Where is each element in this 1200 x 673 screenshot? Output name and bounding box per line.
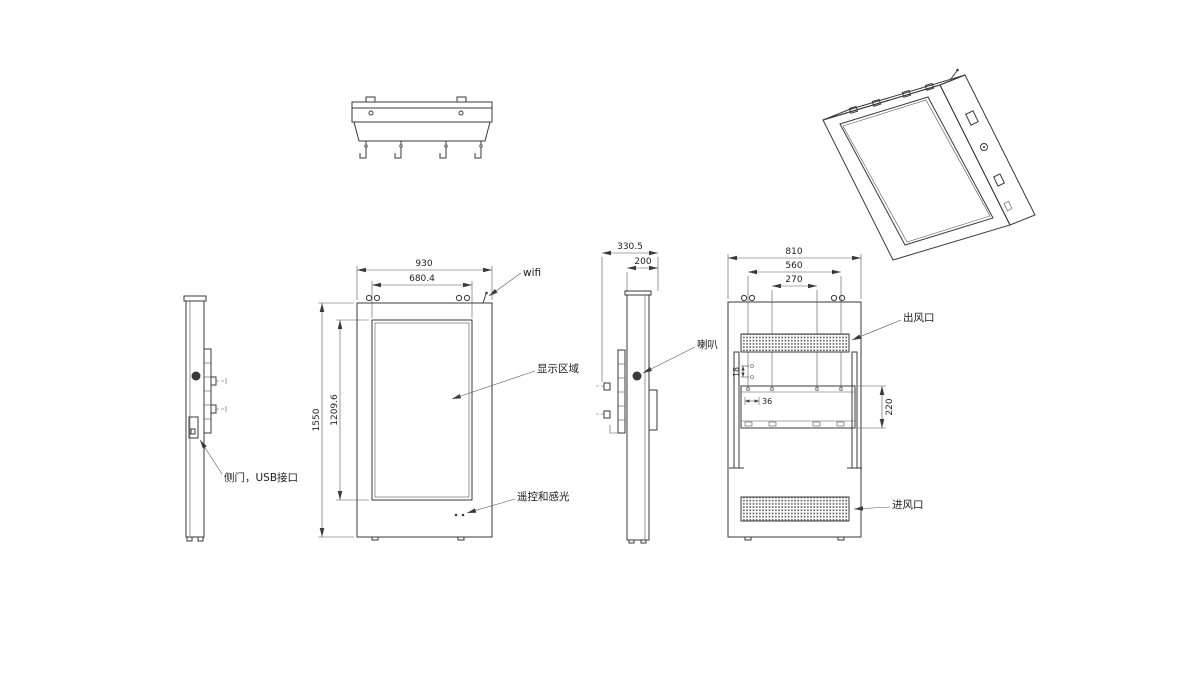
- iso-top-bolts: [848, 82, 935, 114]
- dimension-330-5: 330.5: [601, 242, 659, 382]
- dim-930-text: 930: [415, 259, 432, 269]
- dimension-200: 200: [626, 257, 658, 292]
- dimension-1209-6: 1209.6: [330, 319, 369, 501]
- air-outlet-label: 出风口: [903, 311, 935, 324]
- top-view-bolt: [458, 110, 464, 116]
- wifi-antenna: [482, 291, 488, 304]
- dim-560-text: 560: [785, 261, 802, 271]
- left-view-top-cap: [183, 295, 207, 302]
- remote-sensor-label: 遥控和感光: [517, 490, 570, 503]
- left-view-wall-bracket: [203, 348, 227, 434]
- dim-200-text: 200: [634, 257, 651, 267]
- top-view-lug: [365, 96, 376, 103]
- front-view: 930 680.4 1550 1209.6 wifi 显示区域 遥控和感光: [312, 259, 579, 541]
- side-door-label: 侧门，USB接口: [224, 471, 298, 484]
- display-area-label: 显示区域: [537, 362, 579, 375]
- air-inlet-label: 进风口: [892, 499, 924, 511]
- dim-810-text: 810: [785, 247, 802, 257]
- display-area-outline: [371, 319, 473, 501]
- iso-side-connectors: [965, 110, 1013, 212]
- dimension-560: 560: [747, 261, 842, 390]
- dimension-18: 18: [732, 364, 754, 379]
- dim-1550-text: 1550: [312, 408, 322, 431]
- top-view-front-band: [353, 121, 491, 142]
- display-area-inner: [374, 322, 470, 498]
- side-door-usb-port: [188, 416, 199, 439]
- wifi-leader-line: [488, 272, 522, 297]
- dimension-36: 36: [744, 397, 772, 406]
- front-view-lifting-lugs: [365, 294, 471, 302]
- side-view-body: [626, 294, 650, 541]
- side-view-wall-bracket: [596, 349, 626, 434]
- dim-36-text: 36: [762, 397, 772, 406]
- dim-330-text: 330.5: [617, 242, 643, 252]
- dimension-220: 220: [857, 385, 895, 429]
- iso-antenna: [949, 68, 959, 81]
- rear-view: 810 560 270: [727, 247, 935, 541]
- air-outlet-vent: [740, 333, 850, 353]
- right-side-view: 330.5 200 喇叭: [596, 242, 718, 544]
- speaker-circle: [632, 371, 642, 381]
- iso-screen-outer: [839, 96, 994, 246]
- dim-1209-text: 1209.6: [330, 394, 340, 426]
- dim-270-text: 270: [785, 275, 802, 285]
- dim-680-text: 680.4: [409, 274, 435, 284]
- rear-view-lifting-lugs: [740, 294, 846, 302]
- wifi-label: wifi: [523, 267, 541, 279]
- air-inlet-leader-line: [853, 506, 891, 511]
- iso-screen-inner: [842, 99, 991, 243]
- iso-front-face: [822, 84, 1011, 261]
- dimension-680-4: 680.4: [371, 274, 473, 318]
- remote-sensor-dot: [454, 513, 458, 517]
- light-sensor-dot: [461, 513, 465, 517]
- left-view-lock: [191, 371, 201, 381]
- side-door-leader-line: [199, 439, 223, 475]
- top-view-lug: [456, 96, 467, 103]
- side-view-rear-box: [648, 389, 658, 431]
- left-side-view: 侧门，USB接口: [183, 295, 298, 542]
- dim-220-text: 220: [885, 398, 895, 415]
- isometric-view: [822, 68, 1036, 261]
- air-outlet-leader-line: [851, 319, 902, 341]
- display-area-leader-line: [451, 370, 536, 400]
- dimension-810: 810: [727, 247, 862, 299]
- speaker-label: 喇叭: [697, 339, 718, 351]
- speaker-leader-line: [642, 346, 696, 374]
- rear-mount-plate: [740, 385, 856, 429]
- dimension-270: 270: [771, 275, 818, 390]
- dimension-1550: 1550: [312, 302, 354, 538]
- front-view-cabinet-outline: [356, 302, 493, 538]
- side-view-top-cap: [624, 290, 652, 296]
- top-view-hooks: [359, 141, 483, 159]
- top-plan-view: [351, 96, 493, 159]
- remote-sensor-leader-line: [466, 498, 516, 514]
- dim-18-text: 18: [732, 367, 741, 377]
- air-inlet-vent: [740, 496, 850, 522]
- iso-side-face: [939, 74, 1036, 226]
- top-view-bolt: [368, 110, 374, 116]
- rear-view-cabinet-outline: [727, 301, 862, 538]
- rear-mount-rails: [729, 351, 862, 469]
